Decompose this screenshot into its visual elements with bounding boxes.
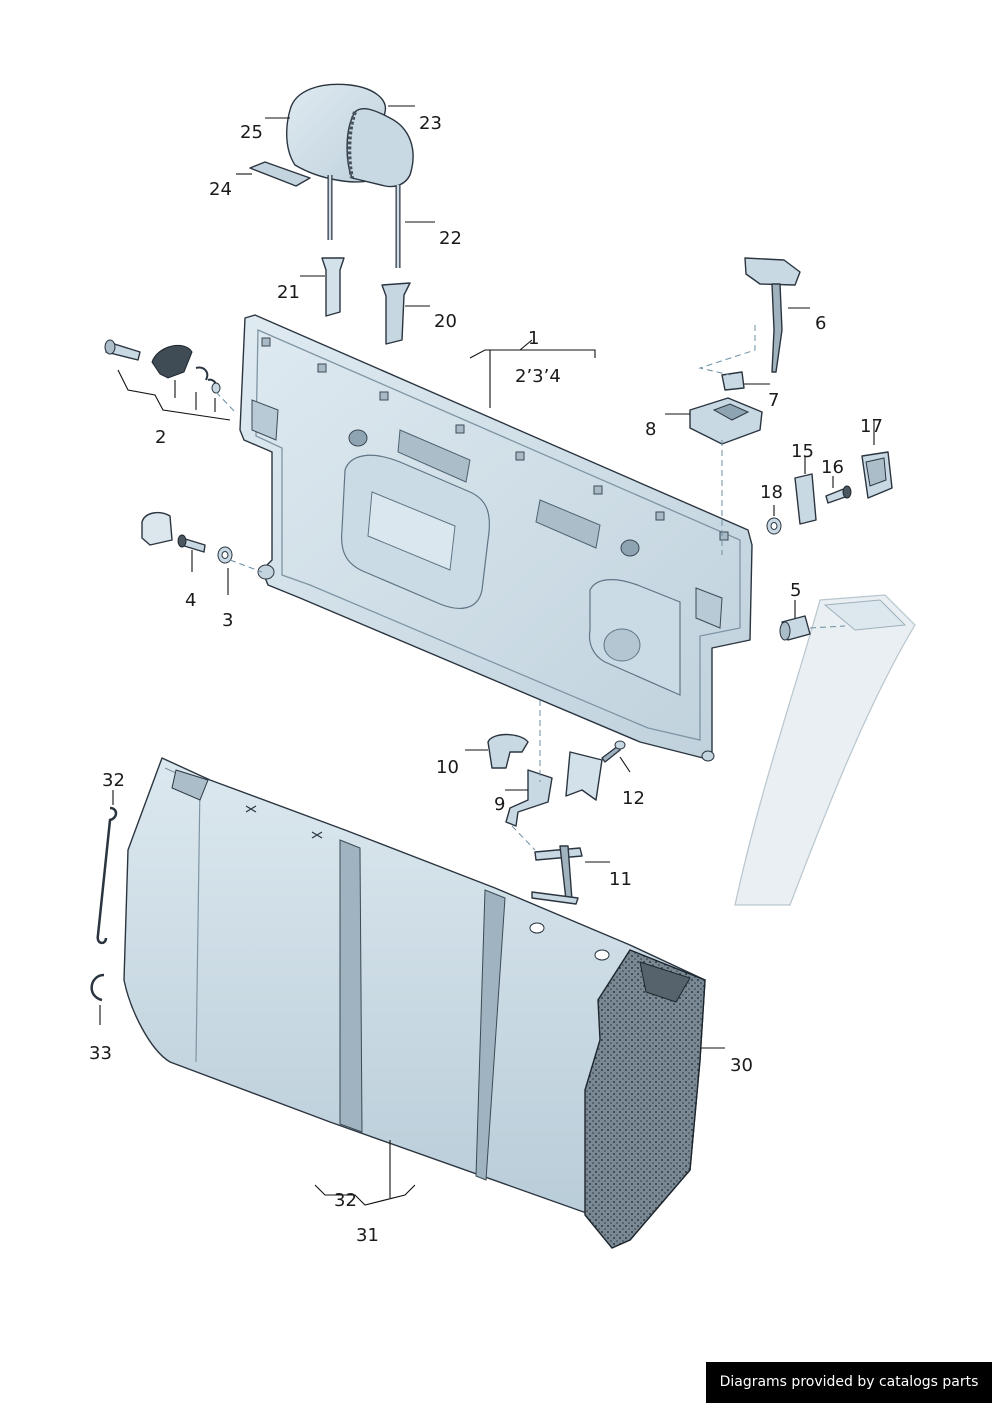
- callout-17: 17: [860, 416, 883, 437]
- callout-24: 24: [209, 179, 232, 200]
- wheel-arch: [734, 594, 916, 906]
- callout-6: 6: [815, 313, 826, 334]
- guide-sleeve-left: [321, 257, 345, 317]
- callout-10: 10: [436, 757, 459, 778]
- callout-16: 16: [821, 457, 844, 478]
- hinge-assembly: [104, 339, 221, 394]
- callout-1: 1: [528, 328, 539, 349]
- headrest-icon: [286, 83, 414, 268]
- alignment-lines: [215, 325, 846, 851]
- shoulder-bolt: [177, 534, 206, 553]
- callout-2: 2: [155, 427, 166, 448]
- callout-12: 12: [622, 788, 645, 809]
- callout-25: 25: [240, 122, 263, 143]
- latch-cover: [721, 371, 745, 391]
- leader-lines: [99, 105, 875, 1206]
- callout-18: 18: [760, 482, 783, 503]
- label-strip: [249, 161, 311, 187]
- seat-cushion: [123, 757, 706, 1249]
- callout-31: 31: [356, 1225, 379, 1246]
- release-handle: [744, 257, 801, 373]
- c-ring: [90, 973, 105, 1002]
- callout-22: 22: [439, 228, 462, 249]
- callout-30: 30: [730, 1055, 753, 1076]
- callouts: 1 2’3’4 2 3 4 5 6 7 8 9 10 11 12 15 16 1…: [89, 113, 883, 1246]
- callout-32-wire: 32: [102, 770, 125, 791]
- pivot-pin: [531, 845, 583, 905]
- lock-bracket: [794, 473, 817, 525]
- callout-32-seat: 32: [334, 1190, 357, 1211]
- lock-bolt: [825, 485, 852, 504]
- end-cap: [779, 615, 811, 641]
- callout-5: 5: [790, 580, 801, 601]
- screw: [601, 740, 626, 763]
- callout-21: 21: [277, 282, 300, 303]
- retaining-wire: [96, 806, 118, 945]
- callout-9: 9: [494, 794, 505, 815]
- retaining-clip: [487, 733, 529, 769]
- diagram-credit-banner: Diagrams provided by catalogs parts: [706, 1362, 992, 1403]
- callout-15: 15: [791, 441, 814, 462]
- callout-4: 4: [185, 590, 196, 611]
- callout-20: 20: [434, 311, 457, 332]
- mounting-bracket: [505, 769, 553, 827]
- callout-1-subparts: 2’3’4: [515, 366, 561, 387]
- bumper-stop: [141, 511, 173, 546]
- callout-3: 3: [222, 610, 233, 631]
- callout-11: 11: [609, 869, 632, 890]
- guide-sleeve-right: [381, 282, 411, 345]
- latch-housing: [689, 397, 763, 445]
- callout-7: 7: [768, 390, 779, 411]
- washer: [217, 546, 233, 564]
- callout-8: 8: [645, 419, 656, 440]
- lock-washer: [766, 517, 782, 535]
- callout-23: 23: [419, 113, 442, 134]
- lock-cover: [861, 451, 893, 499]
- backrest-panel: [239, 314, 753, 762]
- mounting-plate: [565, 751, 603, 801]
- callout-33: 33: [89, 1043, 112, 1064]
